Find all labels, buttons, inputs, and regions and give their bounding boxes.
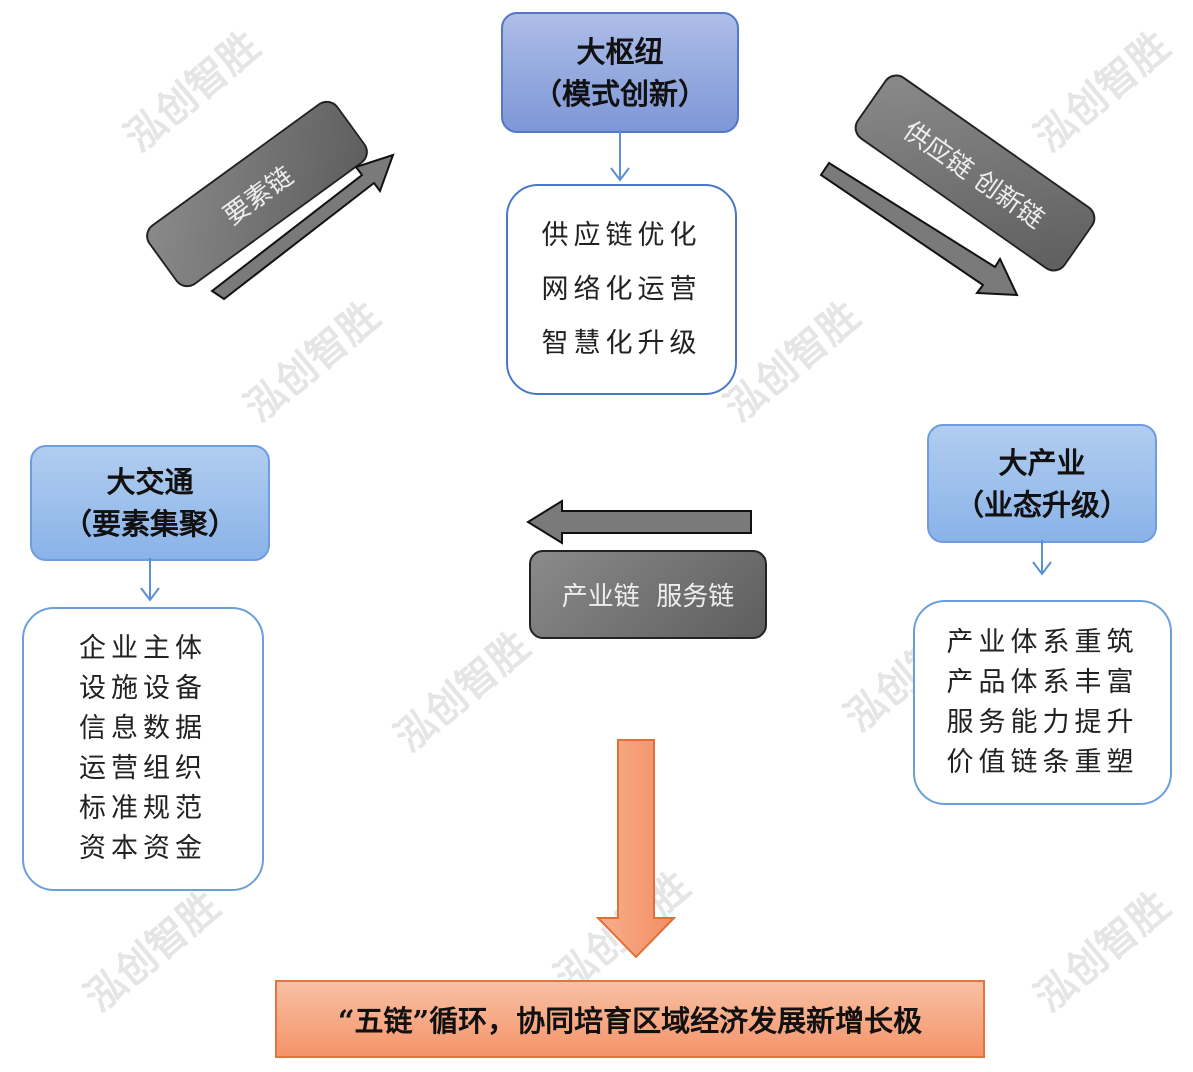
list-item: 标准规范 [79,793,207,824]
watermark: 泓创智胜 [1026,883,1179,1022]
arrow-down-large-icon [595,739,677,959]
list-item: 信息数据 [79,713,207,744]
list-item: 产业体系重筑 [946,626,1139,658]
hub-center-box: 大枢纽 （模式创新） [501,12,739,133]
hub-left-title: 大交通 [106,465,194,499]
list-item: 运营组织 [79,753,207,784]
hub-left-box: 大交通 （要素集聚） [30,445,270,561]
hub-center-title: 大枢纽 [576,34,664,69]
hub-right-title: 大产业 [998,445,1086,480]
chain-middle-label: 产业链 服务链 [561,582,735,612]
result-text: “五链”循环，协同培育区域经济发展新增长极 [337,1004,923,1038]
chain-middle-box: 产业链 服务链 [529,550,767,639]
hub-right-list: 产业体系重筑 产品体系丰富 服务能力提升 价值链条重塑 [913,600,1172,805]
list-item: 资本资金 [79,833,207,864]
hub-right-box: 大产业 （业态升级） [927,424,1157,543]
list-item: 智慧化升级 [541,327,702,359]
result-box: “五链”循环，协同培育区域经济发展新增长极 [275,980,985,1058]
hub-center-subtitle: （模式创新） [532,76,707,111]
arrow-down-right-icon [819,161,1019,297]
list-item: 产品体系丰富 [946,666,1139,698]
list-item: 企业主体 [79,633,207,664]
arrow-up-right-icon [210,153,395,301]
arrow-down-icon [610,130,630,182]
list-item: 设施设备 [79,673,207,704]
watermark: 泓创智胜 [386,623,539,762]
watermark: 泓创智胜 [116,23,269,162]
hub-right-subtitle: （业态升级） [954,487,1129,522]
list-item: 服务能力提升 [946,706,1139,738]
list-item: 价值链条重塑 [946,746,1139,778]
hub-left-list: 企业主体 设施设备 信息数据 运营组织 标准规范 资本资金 [22,607,264,891]
watermark: 泓创智胜 [1026,23,1179,162]
list-item: 网络化运营 [541,273,702,305]
hub-center-list: 供应链优化 网络化运营 智慧化升级 [506,184,737,395]
list-item: 供应链优化 [541,219,702,251]
watermark: 泓创智胜 [76,883,229,1022]
arrow-left-icon [526,499,752,545]
arrow-down-icon [1032,540,1052,576]
arrow-down-icon [140,558,160,602]
hub-left-subtitle: （要素集聚） [62,507,237,541]
